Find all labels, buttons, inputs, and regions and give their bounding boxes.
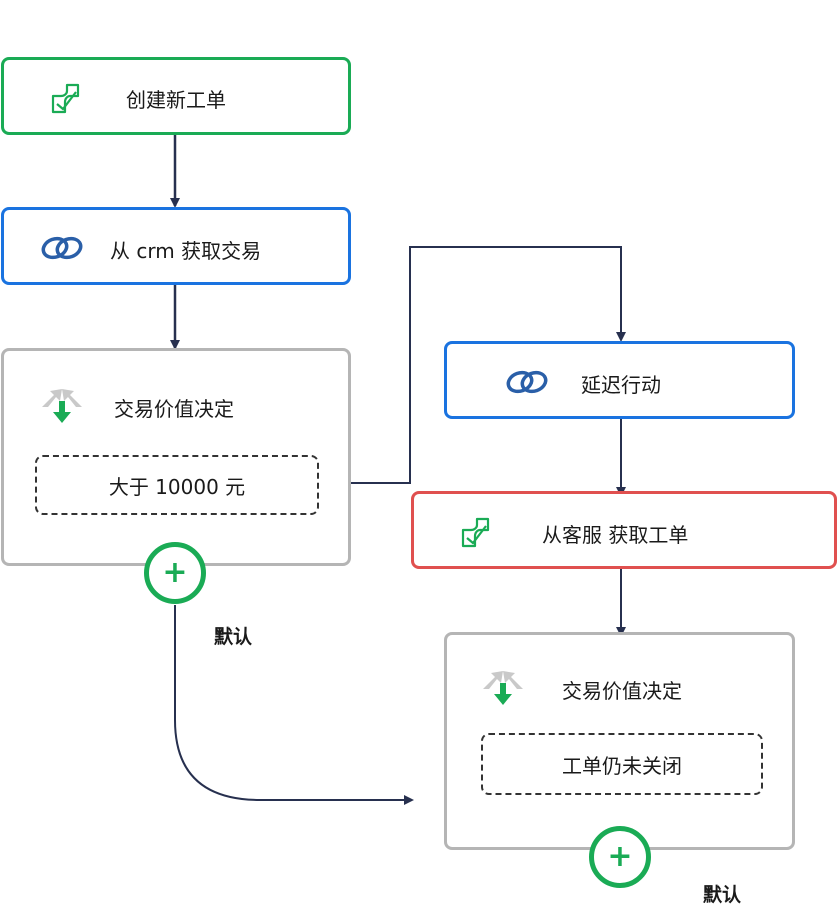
zendesk-icon (458, 514, 494, 554)
node-decision-1[interactable]: 交易价值决定 大于 10000 元 (1, 348, 351, 566)
plus-icon: + (162, 555, 188, 590)
plus-icon: + (607, 839, 633, 874)
zendesk-icon (48, 80, 84, 120)
node-label: 交易价值决定 (562, 679, 682, 703)
node-decision-2[interactable]: 交易价值决定 工单仍未关闭 (444, 632, 795, 850)
default-branch-label: 默认 (703, 884, 742, 906)
decision-icon (40, 385, 84, 429)
node-label: 从 crm 获取交易 (110, 239, 262, 263)
node-label: 创建新工单 (126, 88, 226, 112)
node-get-ticket[interactable]: 从客服 获取工单 (411, 491, 837, 569)
node-label: 交易价值决定 (114, 397, 234, 421)
node-label: 从客服 获取工单 (542, 523, 689, 547)
zoho-crm-icon (505, 368, 549, 400)
node-label: 延迟行动 (581, 373, 661, 397)
decision-icon (481, 667, 525, 711)
node-delay-action[interactable]: 延迟行动 (444, 341, 795, 419)
connector-default-to-decision2 (174, 605, 414, 805)
default-branch-label: 默认 (214, 626, 253, 648)
condition-label: 大于 10000 元 (108, 474, 246, 499)
node-get-deal[interactable]: 从 crm 获取交易 (1, 207, 351, 285)
condition-label: 工单仍未关闭 (562, 753, 682, 778)
zoho-crm-icon (40, 234, 84, 266)
add-branch-button[interactable]: + (144, 542, 206, 604)
condition-box[interactable]: 工单仍未关闭 (481, 733, 763, 795)
condition-box[interactable]: 大于 10000 元 (35, 455, 319, 515)
node-create-ticket[interactable]: 创建新工单 (1, 57, 351, 135)
add-branch-button[interactable]: + (589, 826, 651, 888)
